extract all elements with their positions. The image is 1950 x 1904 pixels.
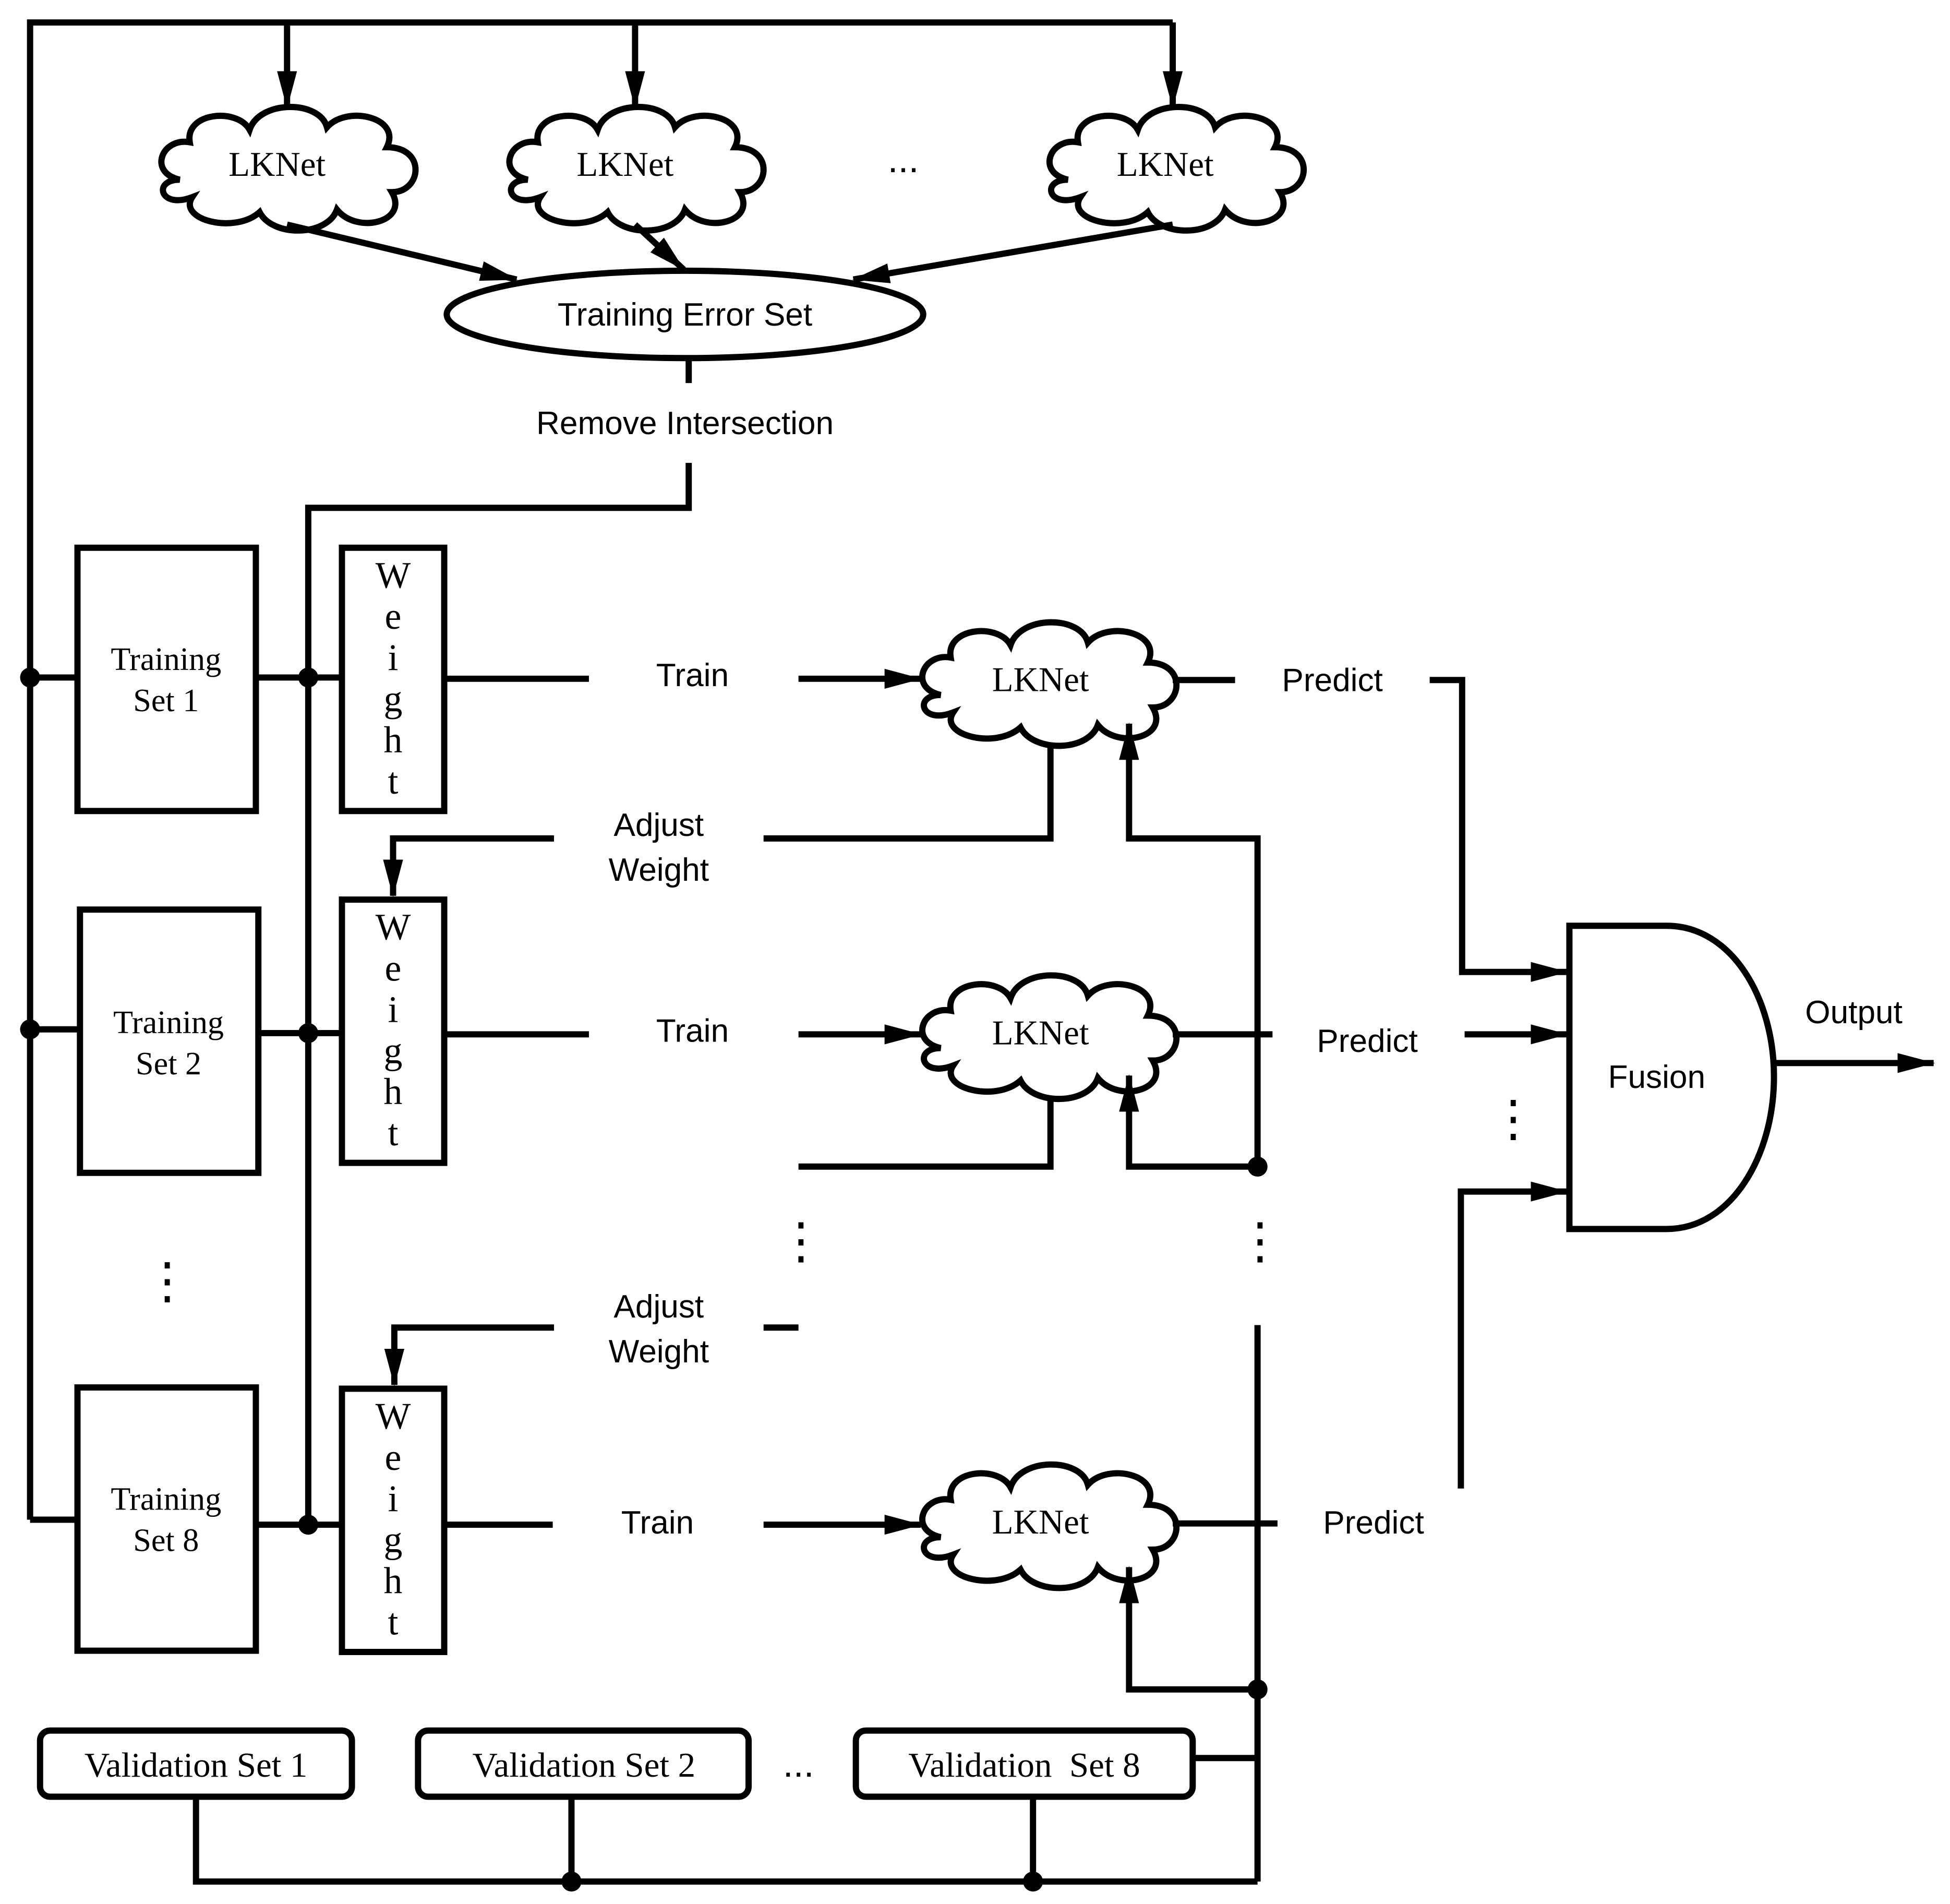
row-2-train-label: Train — [656, 1013, 729, 1049]
training-error-set: Training Error Set — [443, 267, 926, 362]
validation-feed-row-8 — [1119, 1565, 1258, 1693]
weight-1-letter: W — [376, 554, 411, 596]
row-2-model: LKNet — [922, 975, 1176, 1099]
top-model-2-label: LKNet — [576, 145, 673, 184]
row-8-train-label: Train — [621, 1505, 694, 1541]
training-set-8-line1: Training — [111, 1481, 221, 1517]
adjust-2-line-a — [798, 1098, 1054, 1170]
adjust-ellipsis: ⋮ — [776, 1213, 826, 1268]
weight-box-8: W e i g h t — [339, 1385, 448, 1655]
weight-2-letter: t — [388, 1112, 399, 1154]
row-8-predict-to-fusion — [1458, 1181, 1569, 1489]
weight-8-letter: W — [376, 1395, 411, 1437]
remove-intersection-label: Remove Intersection — [536, 405, 834, 441]
validation-ellipsis: ... — [783, 1743, 814, 1785]
validation-set-1: Validation Set 1 — [37, 1727, 355, 1800]
weight-1-letter: i — [388, 637, 399, 678]
row-1-model: LKNet — [922, 622, 1176, 746]
weight-1-letter: g — [384, 678, 403, 720]
output-label: Output — [1805, 995, 1903, 1031]
weight-2-letter: W — [376, 906, 411, 948]
weight-feed-line — [305, 463, 692, 1525]
top-model-1: LKNet — [161, 107, 415, 231]
validation-feed-ellipsis: ⋮ — [1235, 1213, 1285, 1268]
weight-2-letter: i — [388, 988, 399, 1030]
training-set-2-line1: Training — [113, 1005, 224, 1040]
top-models-ellipsis: ... — [888, 139, 919, 181]
row-1-predict-to-fusion — [1429, 677, 1569, 982]
validation-set-2: Validation Set 2 — [415, 1727, 752, 1800]
training-set-1-line1: Training — [111, 642, 221, 677]
training-set-8: Training Set 8 — [74, 1384, 259, 1654]
training-set-2: Training Set 2 — [77, 906, 262, 1176]
training-set-1-line2: Set 1 — [133, 683, 199, 719]
weight-2-letter: h — [384, 1071, 403, 1112]
row-2-predict-label: Predict — [1317, 1023, 1417, 1059]
fusion-label: Fusion — [1608, 1059, 1706, 1095]
weight-8-letter: i — [388, 1478, 399, 1519]
top-model-3-label: LKNet — [1117, 145, 1214, 184]
weight-box-1: W e i g h t — [339, 544, 448, 815]
junction-dot-row-2 — [1247, 1156, 1268, 1177]
training-error-set-label: Training Error Set — [558, 297, 812, 333]
validation-set-8-label: Validation Set 8 — [908, 1746, 1140, 1785]
weight-8-letter: t — [388, 1601, 399, 1643]
training-set-8-line2: Set 8 — [133, 1523, 199, 1558]
adjust-2-arrow — [384, 1324, 554, 1386]
top-model-1-label: LKNet — [228, 145, 326, 184]
row-8-model-label: LKNet — [992, 1503, 1089, 1541]
validation-set-2-label: Validation Set 2 — [473, 1746, 696, 1785]
adjust-1-arrow — [383, 835, 554, 897]
row-1-model-label: LKNet — [992, 661, 1089, 699]
junction-dots-left — [20, 667, 319, 1535]
weight-1-letter: e — [385, 595, 402, 637]
row-2-model-label: LKNet — [992, 1013, 1089, 1052]
error-set-arrows — [286, 221, 1174, 283]
junction-dot-row-8 — [1247, 1679, 1268, 1699]
validation-set-1-label: Validation Set 1 — [85, 1746, 308, 1785]
validation-bus — [192, 1755, 1258, 1892]
validation-set-8: Validation Set 8 — [852, 1727, 1196, 1800]
weight-box-2: W e i g h t — [339, 896, 448, 1166]
top-model-3: LKNet — [1050, 107, 1304, 231]
training-sets-ellipsis: ⋮ — [142, 1253, 192, 1309]
row-1-train-label: Train — [656, 657, 729, 693]
weight-8-letter: g — [384, 1519, 403, 1561]
predict-ellipsis: ⋮ — [1488, 1091, 1538, 1146]
adjust-2-line2: Weight — [609, 1334, 709, 1370]
adjust-2-line1: Adjust — [613, 1289, 704, 1325]
weight-1-letter: h — [384, 719, 403, 761]
validation-feed-row-2 — [1119, 1074, 1258, 1170]
top-model-2: LKNet — [509, 107, 763, 231]
row-1-predict-label: Predict — [1282, 663, 1382, 699]
fusion-block: Fusion — [1566, 923, 1777, 1232]
row-8-predict-label: Predict — [1323, 1505, 1424, 1541]
adjust-1-line-a — [763, 745, 1054, 842]
weight-2-letter: e — [385, 947, 402, 989]
validation-feed-row-1 — [1119, 722, 1261, 1167]
training-set-1: Training Set 1 — [74, 544, 259, 815]
row-8-model: LKNet — [922, 1465, 1176, 1588]
adjust-1-line2: Weight — [609, 852, 709, 888]
weight-8-letter: h — [384, 1560, 403, 1602]
weight-1-letter: t — [388, 760, 399, 802]
adjust-1-line1: Adjust — [613, 807, 704, 843]
training-set-2-line2: Set 2 — [136, 1046, 201, 1082]
weight-2-letter: g — [384, 1029, 403, 1071]
weight-8-letter: e — [385, 1436, 402, 1478]
